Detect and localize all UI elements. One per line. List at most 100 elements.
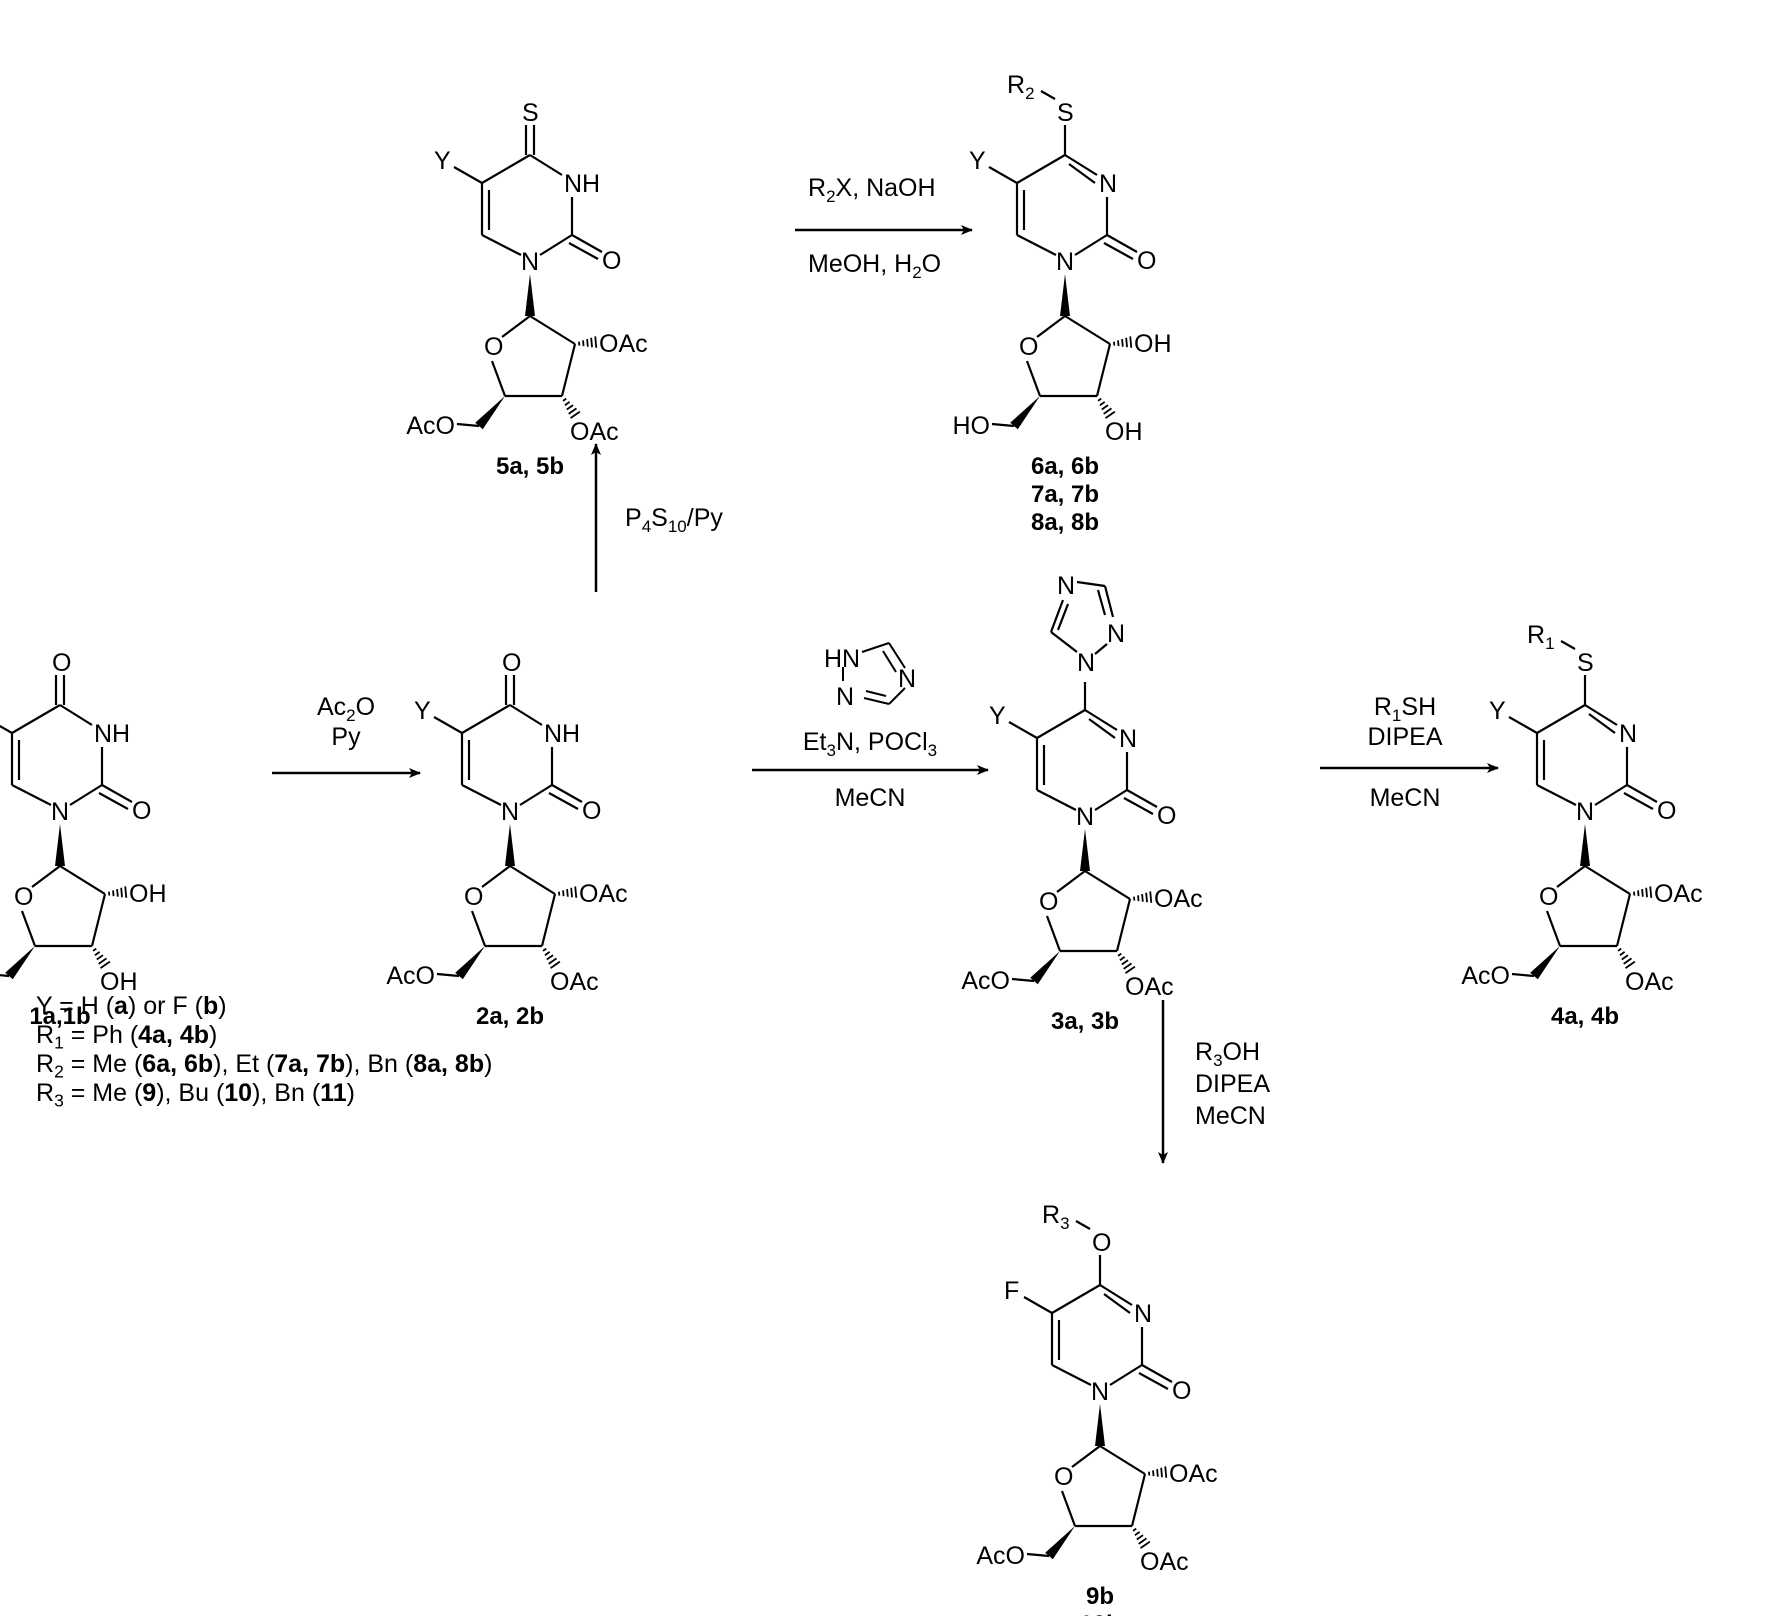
bond (1084, 709, 1118, 731)
bond (590, 337, 593, 348)
bond (1129, 336, 1133, 348)
ring-oxygen: O (14, 883, 33, 911)
bond (1049, 599, 1065, 633)
compound-label: 6a, 6b (1031, 453, 1099, 480)
hydroxyl-3: OAc (1140, 1548, 1189, 1576)
compound-label: 8a, 8b (1031, 509, 1099, 536)
bond (562, 397, 567, 402)
nitrogen-atom: N (1134, 1300, 1152, 1328)
nh-atom: NH (564, 170, 600, 198)
bond (1101, 404, 1109, 411)
nitrogen-atom: N (1076, 803, 1094, 831)
bond (566, 888, 569, 897)
bond (1149, 891, 1153, 903)
bond (1626, 784, 1658, 803)
heteroatom: O (1092, 1229, 1111, 1257)
wedge-bond (1580, 824, 1590, 866)
bond (529, 154, 563, 176)
nitrogen-atom: N (521, 248, 539, 276)
compound-label: 7a, 7b (1031, 481, 1099, 508)
bond (1097, 397, 1102, 402)
hydroxyl-3: OH (1105, 418, 1143, 446)
bond (433, 716, 463, 734)
bond (564, 401, 571, 406)
hydroxyl-5: AcO (1461, 962, 1510, 990)
r-group: R3 (1042, 1201, 1070, 1233)
bond (1138, 1537, 1147, 1545)
bond (94, 951, 101, 956)
heteroatom: S (1577, 649, 1594, 677)
bond (1117, 952, 1122, 957)
cond-p4s10: P4S10/Py (625, 504, 723, 536)
bond (1560, 640, 1576, 650)
bond (1140, 1540, 1151, 1549)
bond (529, 315, 576, 345)
legend-r2: R2 = Me (6a, 6b), Et (7a, 7b), Bn (8a, 8… (36, 1050, 493, 1082)
bond (1040, 90, 1056, 100)
bond (101, 784, 133, 803)
wedge-bond (505, 824, 515, 866)
bond (1588, 713, 1616, 734)
bond (568, 407, 577, 415)
oxygen-atom: O (132, 797, 151, 825)
bond (1103, 242, 1134, 260)
bond (571, 234, 603, 253)
bond (1023, 1296, 1053, 1314)
nh-atom: NH (544, 720, 580, 748)
bond (1130, 1473, 1147, 1527)
bond (1064, 154, 1098, 176)
bond (1584, 704, 1618, 726)
bond (1138, 1372, 1169, 1390)
ring-oxygen: O (1054, 1463, 1073, 1491)
bond (1088, 718, 1116, 739)
substituent-legend: Y = H (a) or F (b) R1 = Ph (4a, 4b) R2 =… (36, 992, 493, 1111)
bond (574, 886, 578, 898)
nitrogen-atom: N (1091, 1378, 1109, 1406)
bond (1121, 338, 1124, 347)
bond (562, 890, 565, 897)
bond (1119, 956, 1126, 961)
cond-ac2o: Ac2O (317, 693, 375, 725)
bond (1056, 603, 1070, 631)
bond (1074, 234, 1108, 256)
triazole-hn: HN (824, 645, 860, 673)
legend-r3: R3 = Me (9), Bu (10), Bn (11) (36, 1079, 355, 1111)
bond (20, 910, 37, 947)
wedge-bond (1010, 396, 1040, 430)
wedge-bond (525, 274, 535, 316)
bond (11, 784, 52, 806)
compound-label: 4a, 4b (1551, 1003, 1619, 1030)
bond (542, 947, 547, 952)
bond (1115, 898, 1132, 952)
r-group: R2 (1007, 71, 1035, 103)
y-substituent: Y (434, 147, 451, 175)
bond (1117, 340, 1120, 347)
hydroxyl-5: AcO (386, 962, 435, 990)
bond (120, 887, 123, 898)
oxygen-atom: O (1172, 1377, 1191, 1405)
compound-1: ONHNYOOOHOHHO1a,1b (0, 649, 167, 1030)
cond-r3oh: R3OH (1195, 1038, 1260, 1070)
cond-meoh-h2o: MeOH, H2O (808, 250, 941, 282)
triazole-reagent: HN N N (824, 642, 916, 711)
triazole-n4: N (898, 665, 916, 693)
hydroxyl-3: OAc (550, 968, 599, 996)
bond (1045, 915, 1062, 952)
cond-r2x-naoh: R2X, NaOH (808, 174, 936, 206)
bond (98, 957, 107, 965)
ring-oxygen: O (1539, 883, 1558, 911)
bond (96, 954, 104, 961)
bond (59, 704, 93, 726)
nitrogen-atom: N (1576, 798, 1594, 826)
ring-oxygen: O (464, 883, 483, 911)
bond (100, 960, 111, 969)
bond (1099, 1284, 1133, 1306)
bond (1556, 865, 1586, 888)
bond (1584, 865, 1631, 895)
heteroatom: S (1057, 99, 1074, 127)
bond (1123, 962, 1132, 970)
y-substituent: Y (1489, 697, 1506, 725)
bond (1103, 407, 1112, 415)
